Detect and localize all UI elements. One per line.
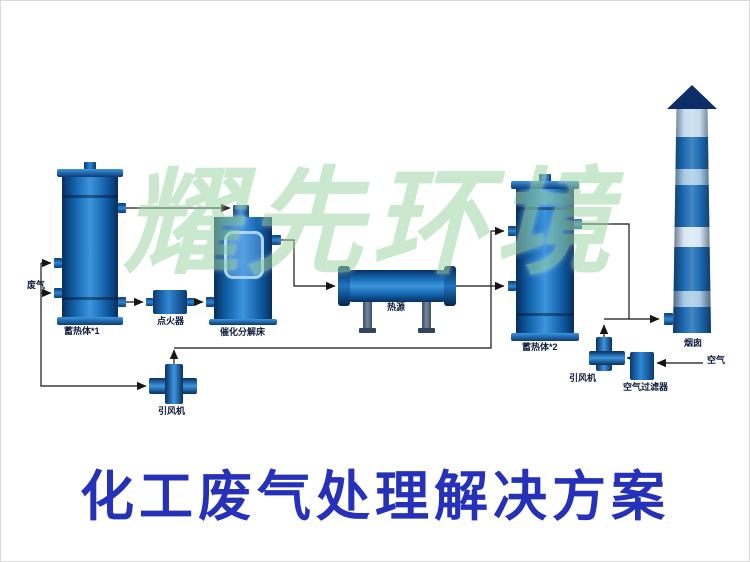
regenerator-2-body <box>516 189 574 333</box>
fan-1-body <box>165 364 183 404</box>
chimney-inlet-nozzle <box>664 313 673 325</box>
pipe-bed-to-heat-source <box>281 239 336 291</box>
catalytic-bed-right-nozzle <box>272 235 281 245</box>
heat-source-left-cap <box>338 266 350 306</box>
regenerator-1-inlet-nozzle-2 <box>54 288 62 298</box>
regenerator-1-top-plate <box>57 169 123 177</box>
heat-source-body <box>348 270 446 302</box>
igniter-right-stub <box>187 298 194 306</box>
label-catalytic-bed: 催化分解床 <box>220 327 266 337</box>
igniter-body <box>153 290 187 314</box>
heat-source-left-leg <box>363 302 372 329</box>
page-title: 化工废气处理解决方案 <box>80 467 670 527</box>
regenerator-2-top-plate <box>511 181 579 189</box>
chimney-shading <box>673 109 711 333</box>
label-waste-gas: 废气 <box>27 280 46 290</box>
catalytic-bed-left-nozzle <box>206 297 214 307</box>
heat-source-left-foot <box>359 328 376 333</box>
chimney-column <box>673 109 711 333</box>
regenerator-1-body <box>62 177 118 317</box>
pipe-regenerator1-to-bed <box>126 203 231 307</box>
label-regenerator-1: 蓄热体*1 <box>64 326 100 336</box>
regenerator-1-outlet-nozzle-bottom <box>118 297 126 307</box>
igniter-left-stub <box>146 298 153 306</box>
regenerator-1-band-top <box>62 195 118 198</box>
pipe-regenerator2-to-chimney <box>582 223 660 337</box>
pipe-waste-gas-inlet <box>40 258 147 391</box>
regenerator-1-bottom-plate <box>57 317 123 325</box>
regenerator-2-top-nozzle <box>539 174 551 182</box>
label-air-filter: 空气过滤器 <box>623 382 669 392</box>
label-igniter: 点火器 <box>157 316 185 326</box>
fan-2-pipe <box>589 351 625 365</box>
regenerator-2-band-bottom <box>516 313 574 316</box>
regenerator-1-top-nozzle <box>84 162 96 170</box>
regenerator-2-inlet-nozzle-bottom <box>508 281 516 291</box>
label-fan-2: 引风机 <box>569 373 597 383</box>
heat-source-right-foot <box>418 328 435 333</box>
regenerator-1-inlet-nozzle-1 <box>54 258 62 268</box>
regenerator-1-band-bottom <box>62 297 118 300</box>
catalytic-bed-base <box>209 319 277 325</box>
pipe-fan1-to-system <box>169 226 505 364</box>
label-chimney: 烟囱 <box>684 338 703 348</box>
catalytic-bed-window <box>224 231 264 279</box>
label-air: 空气 <box>707 355 726 365</box>
label-fan-1: 引风机 <box>158 406 186 416</box>
heat-source-right-leg <box>422 302 431 329</box>
regenerator-2-bottom-plate <box>511 333 579 341</box>
regenerator-2-band-top <box>516 207 574 210</box>
heat-source-right-cap <box>444 266 456 306</box>
label-regenerator-2: 蓄热体*2 <box>522 342 558 352</box>
regenerator-2-outlet-nozzle <box>574 219 582 229</box>
regenerator-2-inlet-nozzle-top <box>508 226 516 236</box>
air-filter-body <box>630 352 654 380</box>
catalytic-bed-top-nozzle <box>233 205 249 219</box>
regenerator-1-outlet-nozzle-top <box>118 203 126 213</box>
label-heat-source: 热源 <box>387 302 406 312</box>
